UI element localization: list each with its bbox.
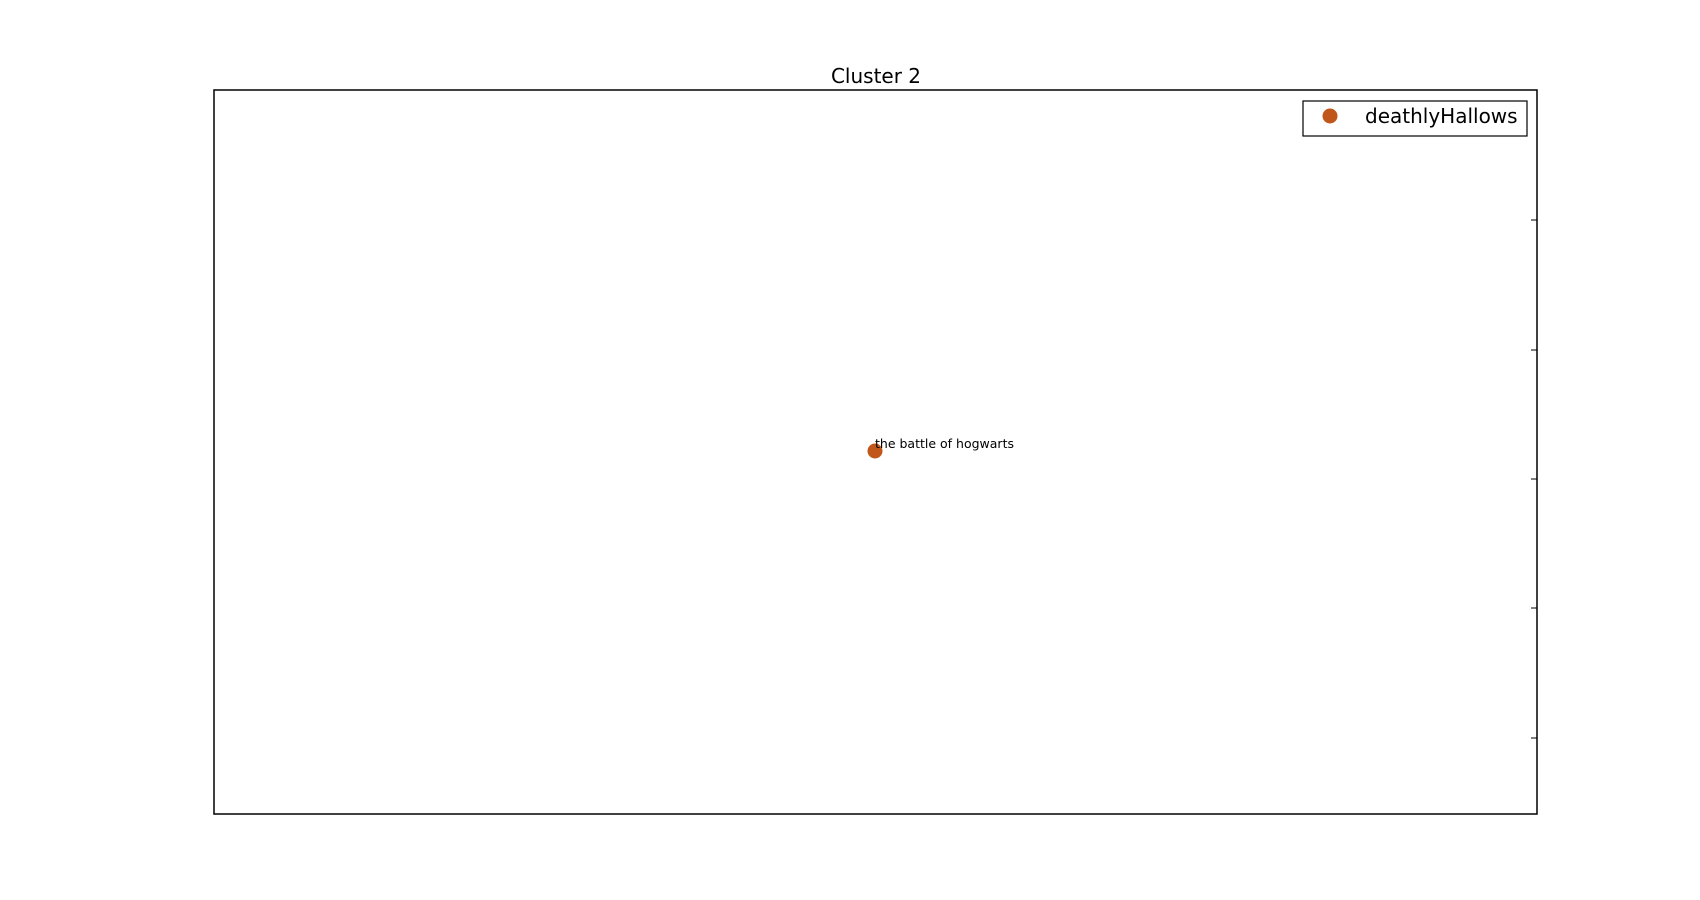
point-layer: the battle of hogwarts — [867, 436, 1014, 459]
legend-box — [1302, 100, 1528, 137]
data-point — [867, 443, 883, 459]
right-axis-ticks — [1531, 219, 1537, 739]
legend: deathlyHallows — [1302, 100, 1528, 137]
legend-label: deathlyHallows — [1365, 104, 1518, 128]
legend-marker — [1322, 108, 1338, 124]
data-point-label: the battle of hogwarts — [875, 436, 1014, 451]
chart-title: Cluster 2 — [831, 64, 921, 88]
